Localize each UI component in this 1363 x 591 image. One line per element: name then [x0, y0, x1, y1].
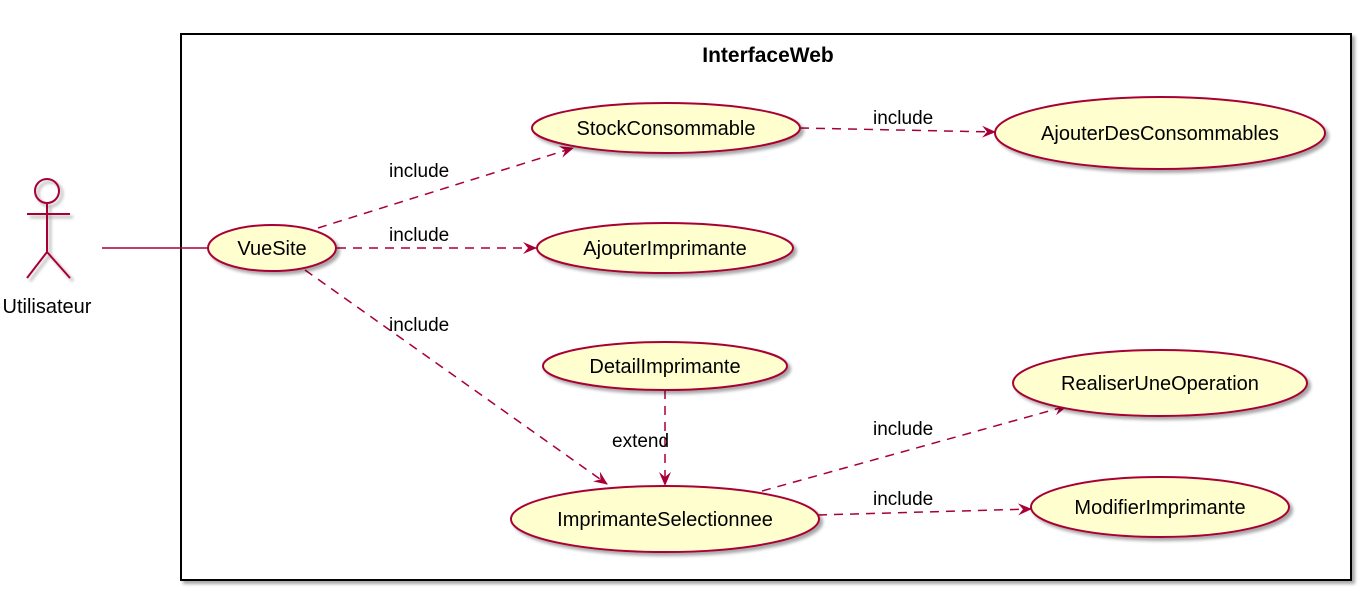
- relation-label: include: [389, 161, 449, 182]
- usecase-label: ImprimanteSelectionnee: [557, 509, 773, 531]
- relation-label: extend: [612, 431, 669, 452]
- usecase-stockconsommable: StockConsommable: [531, 102, 801, 154]
- usecase-label: DetailImprimante: [589, 356, 740, 378]
- usecase-label: RealiserUneOperation: [1061, 373, 1259, 395]
- relation-label: include: [873, 108, 933, 129]
- usecase-label: AjouterDesConsommables: [1041, 123, 1279, 145]
- relation-label: include: [389, 225, 449, 246]
- include-arrow-vuesite-stockconsommable: [317, 146, 574, 229]
- include-arrow-vuesite-imprimanteselectionnee: [304, 269, 608, 485]
- system-title: InterfaceWeb: [702, 44, 834, 67]
- stick-figure-icon: [26, 178, 71, 279]
- actor-utilisateur: Utilisateur: [3, 178, 92, 318]
- relation-label: include: [873, 419, 933, 440]
- usecase-realiseruneoperation: RealiserUneOperation: [1012, 349, 1308, 417]
- usecase-detailimprimante: DetailImprimante: [542, 341, 788, 391]
- use-cases: VueSite StockConsommable AjouterDesConso…: [207, 96, 1326, 553]
- include-arrow-stockconsommable-ajouterdesconsommables: [799, 125, 996, 138]
- relations: include include include include extend i…: [102, 108, 1068, 516]
- usecase-imprimanteselectionnee: ImprimanteSelectionnee: [510, 485, 820, 553]
- relation-label: include: [873, 489, 933, 510]
- usecase-label: StockConsommable: [577, 118, 756, 140]
- usecase-ajouterimprimante: AjouterImprimante: [536, 222, 794, 274]
- usecase-label: ModifierImprimante: [1074, 497, 1245, 519]
- include-arrow-imprimanteselectionnee-modifierimprimante: [817, 503, 1032, 516]
- usecase-label: AjouterImprimante: [583, 238, 746, 260]
- include-arrow-imprimanteselectionnee-realiseruneoperation: [761, 403, 1068, 492]
- usecase-vuesite: VueSite: [207, 224, 337, 272]
- relation-label: include: [389, 315, 449, 336]
- usecase-label: VueSite: [237, 238, 306, 260]
- usecase-ajouterdesconsommables: AjouterDesConsommables: [994, 96, 1326, 170]
- actor-label: Utilisateur: [3, 296, 92, 318]
- usecase-modifierimprimante: ModifierImprimante: [1030, 476, 1290, 538]
